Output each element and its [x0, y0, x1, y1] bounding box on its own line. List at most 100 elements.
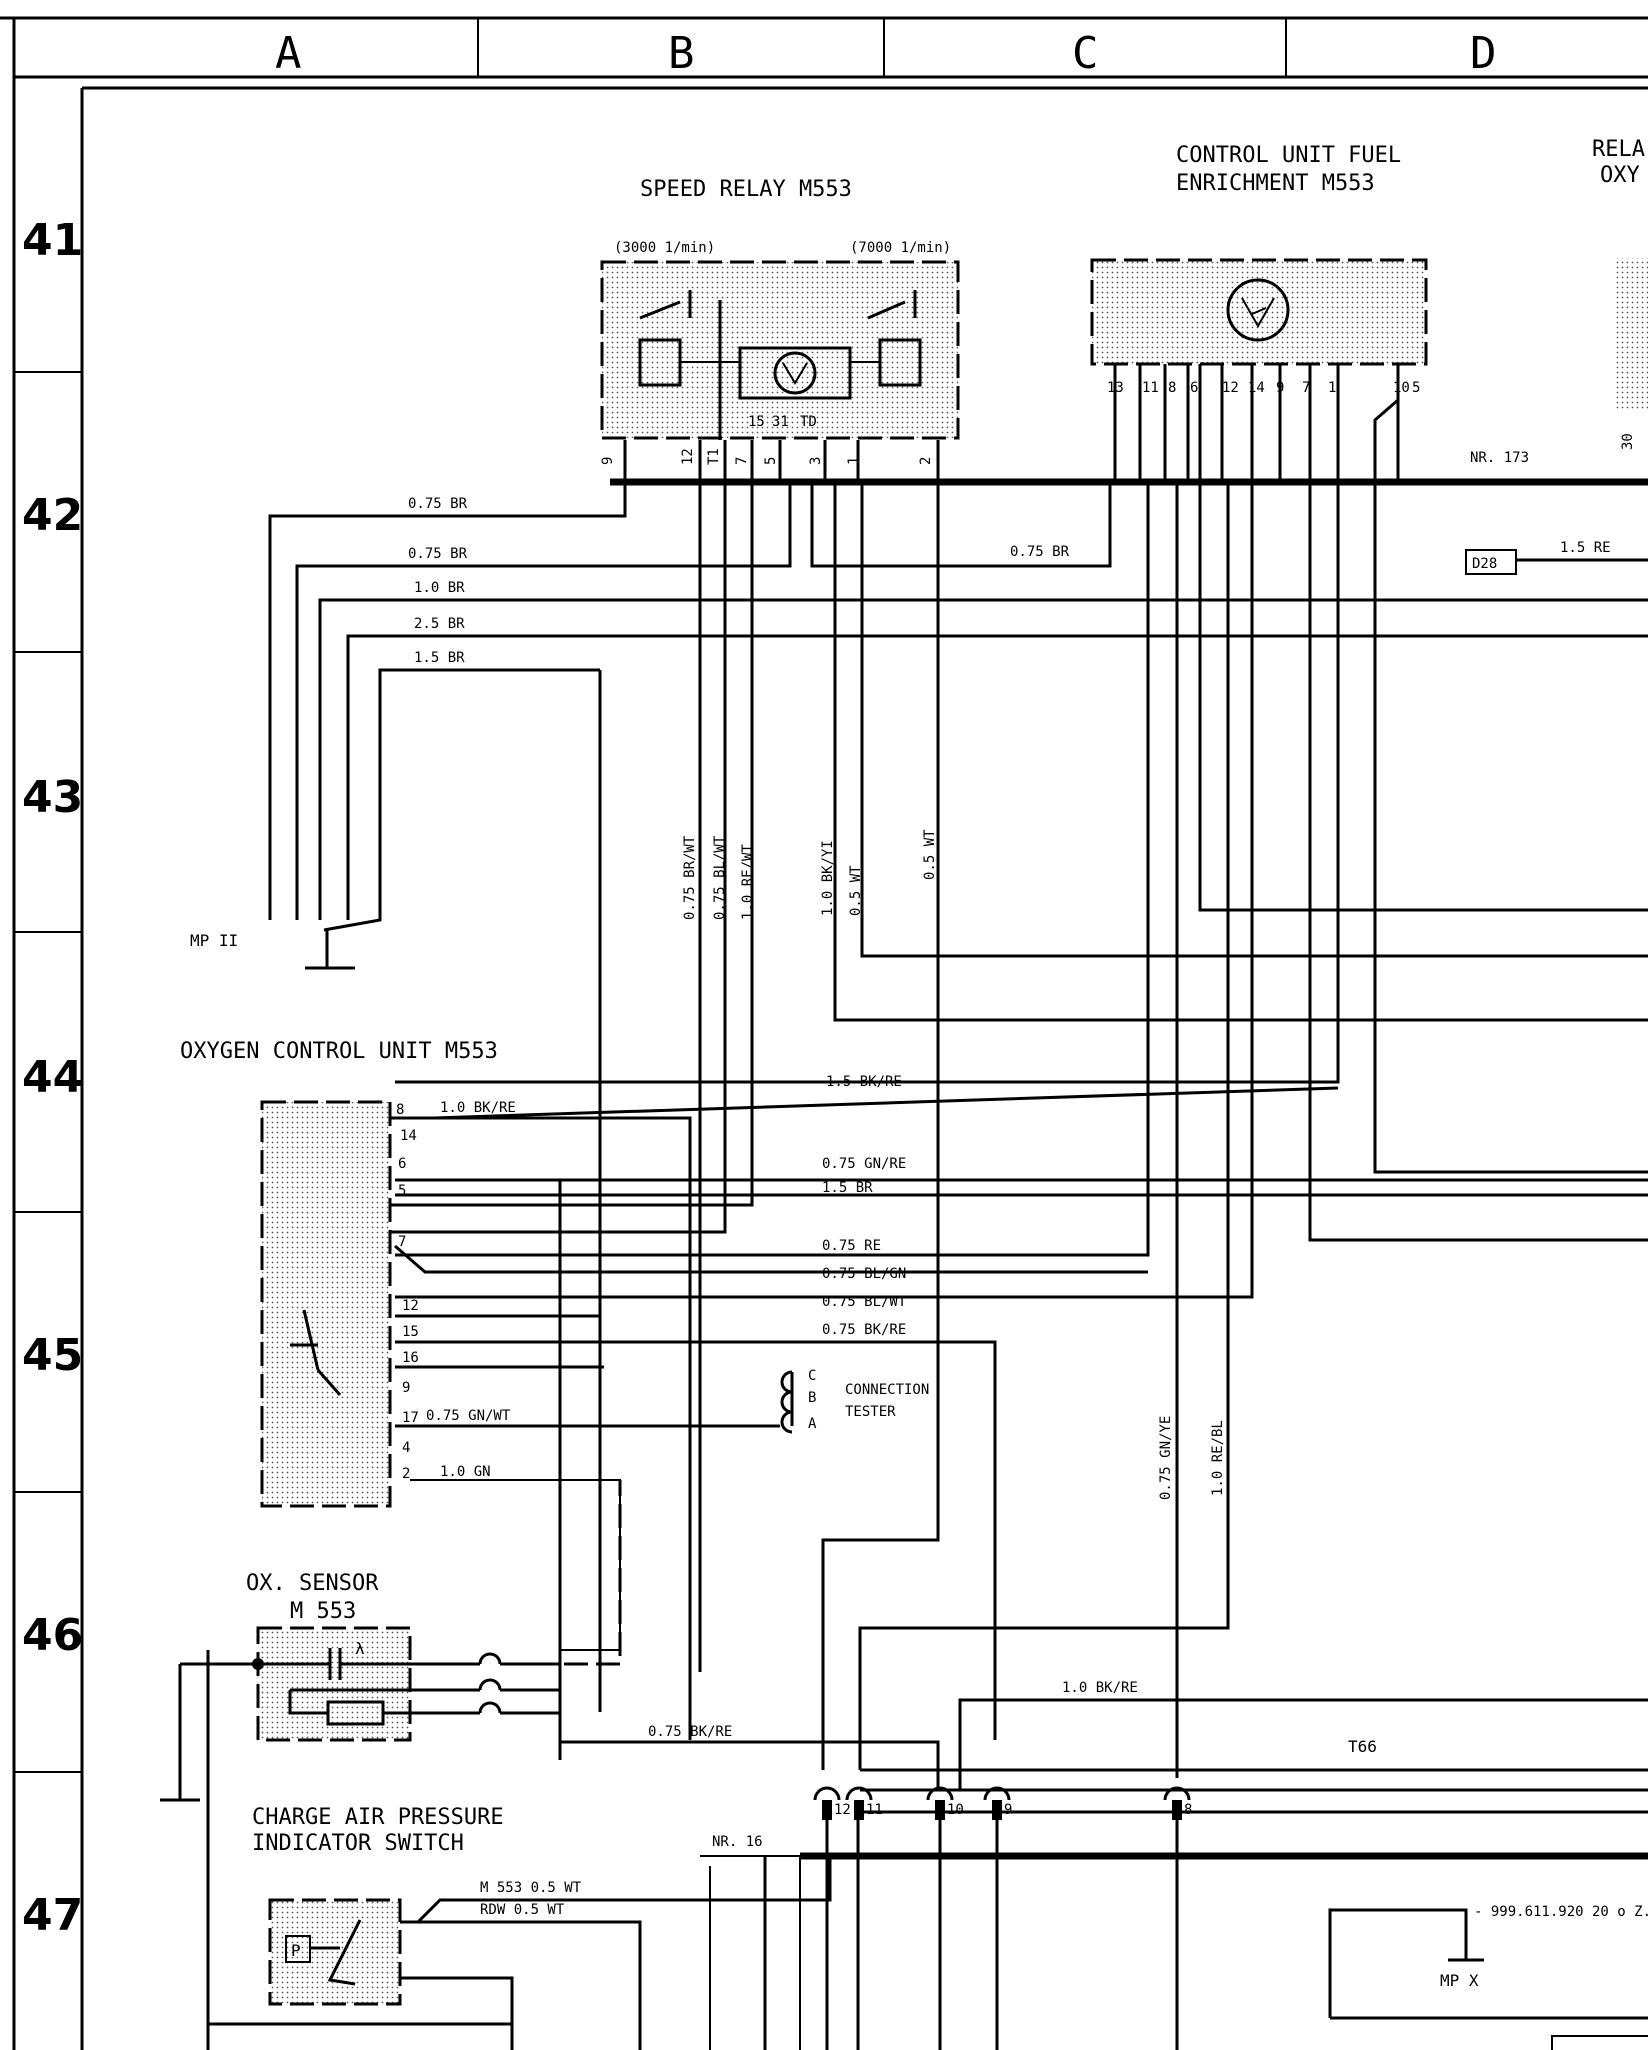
oxygen-pin: 14 — [400, 1128, 417, 1144]
ox-sensor-title-1: OX. SENSOR — [246, 1571, 379, 1596]
row-label-45: 45 — [22, 1330, 83, 1381]
row-label-47: 47 — [22, 1890, 83, 1941]
relay-inner-pin-td: TD — [800, 414, 817, 430]
fuel-pin: 8 — [1168, 380, 1176, 396]
oxygen-pin: 15 — [402, 1324, 419, 1340]
tester-pin-b: B — [808, 1390, 816, 1406]
relay-inner-pin-15: 15 — [748, 414, 765, 430]
plug-pin: 8 — [1184, 1802, 1192, 1818]
plug-t66: 12 11 10 9 8 — [813, 1786, 1192, 1820]
speed-label-7000: (7000 1/min) — [850, 240, 951, 256]
wire-label: 0.75 BR/WT — [682, 835, 698, 920]
wire-label: 1.0 BK/YI — [820, 840, 836, 916]
relay-pin: 12 — [680, 448, 696, 465]
fuel-pin: 1 — [1328, 380, 1336, 396]
wire-label: 2.5 BR — [414, 616, 465, 632]
wire-label: 0.75 BL/WT — [712, 835, 728, 920]
fuel-pin: 12 — [1222, 380, 1239, 396]
oxygen-pin: 2 — [402, 1466, 410, 1482]
wire-label: 0.75 BL/GN — [822, 1266, 906, 1282]
plug-pin: 9 — [1004, 1802, 1012, 1818]
charge-air-switch: CHARGE AIR PRESSURE INDICATOR SWITCH P — [252, 1805, 504, 2006]
wire-label: 0.75 GN/WT — [426, 1408, 511, 1424]
fuel-pin: 11 — [1142, 380, 1159, 396]
relay-pin: 5 — [763, 457, 779, 465]
charge-air-title-1: CHARGE AIR PRESSURE — [252, 1805, 504, 1830]
frame — [0, 16, 1648, 2050]
fuel-pin: 7 — [1302, 380, 1310, 396]
wire-label: 1.0 GN — [440, 1464, 491, 1480]
tester-label-2: TESTER — [845, 1404, 896, 1420]
oxygen-pin: 12 — [402, 1298, 419, 1314]
oxygen-control-unit: OXYGEN CONTROL UNIT M553 — [180, 1039, 498, 1508]
fuel-unit-title-2: ENRICHMENT M553 — [1176, 171, 1375, 196]
column-label-b: B — [668, 28, 695, 79]
wire-label: 0.75 BK/RE — [648, 1724, 732, 1740]
wire-label: 0.75 GN/YE — [1158, 1416, 1174, 1500]
oxygen-pin: 9 — [402, 1380, 410, 1396]
relay-pin: 7 — [734, 457, 750, 465]
wire-label: 1.5 BR — [822, 1180, 873, 1196]
connector-t66: T66 — [1348, 1737, 1377, 1756]
wire-label: 0.75 RE — [822, 1238, 881, 1254]
ox-sensor: OX. SENSOR M 553 λ — [180, 1571, 480, 1742]
ground-mp2: MP II — [190, 931, 238, 950]
oxygen-pin: 5 — [398, 1183, 406, 1199]
ox-sensor-symbol: λ — [355, 1639, 365, 1658]
oxygen-pin: 8 — [396, 1102, 404, 1118]
relay-pin: 1 — [846, 457, 862, 465]
fuel-enrichment-unit: CONTROL UNIT FUEL ENRICHMENT M553 13 11 … — [1090, 143, 1428, 396]
row-label-46: 46 — [22, 1610, 83, 1661]
relay-pin: 3 — [808, 457, 824, 465]
relay-oxygen-unit: RELA OXY 30 — [1592, 137, 1648, 450]
column-label-c: C — [1072, 28, 1099, 79]
wire-label: 1.0 BR — [414, 580, 465, 596]
oxygen-pin: 6 — [398, 1156, 406, 1172]
fuel-pin: 10 — [1393, 380, 1410, 396]
wire-label: 1.5 BR — [414, 650, 465, 666]
oxygen-wires — [390, 1086, 1648, 1740]
fuel-unit-title-1: CONTROL UNIT FUEL — [1176, 143, 1401, 168]
column-label-a: A — [275, 28, 302, 79]
fuel-pin: 6 — [1190, 380, 1198, 396]
speed-relay-title: SPEED RELAY M553 — [640, 177, 852, 202]
oxygen-pin: 7 — [398, 1234, 406, 1250]
oxygen-unit-pins: 8 14 6 5 7 12 15 16 9 17 4 2 — [396, 1102, 419, 1482]
wire-label: 1.0 BK/RE — [1062, 1680, 1138, 1696]
wire-label: 0.75 BL/WT — [822, 1294, 907, 1310]
wire-label: 0.75 BR — [1010, 544, 1070, 560]
plug-pin: 12 — [834, 1802, 851, 1818]
relay-pin: 9 — [600, 457, 616, 465]
speed-relay: SPEED RELAY M553 (3000 1/min) (7000 1/mi… — [600, 177, 960, 440]
connector-nr16: NR. 16 — [712, 1834, 763, 1850]
connector-nr173: NR. 173 — [1470, 450, 1529, 466]
ground-mpx: MP X - 999.611.920 20 o Z. — [1328, 1904, 1648, 2050]
vertical-wires — [390, 364, 1648, 1778]
wire-label: 0.75 GN/RE — [822, 1156, 906, 1172]
row-label-41: 41 — [22, 215, 83, 266]
plug-pin: 10 — [947, 1802, 964, 1818]
d28-box — [1465, 549, 1517, 575]
wire-label: 0.75 BK/RE — [822, 1322, 906, 1338]
ox-sensor-title-2: M 553 — [290, 1599, 356, 1624]
wire-label: 1.0 RE/BL — [1210, 1420, 1226, 1496]
wire-label: 0.5 WT — [848, 865, 864, 916]
ground-wires — [268, 482, 1648, 1712]
connection-tester: C B A CONNECTION TESTER — [780, 1368, 929, 1434]
relay-pin: 2 — [918, 457, 934, 465]
connector-d28: D28 — [1472, 556, 1497, 572]
tester-pin-c: C — [808, 1368, 816, 1384]
relay-inner-pin-31: 31 — [772, 414, 789, 430]
ground-mpx-label: MP X — [1440, 1971, 1479, 1990]
charge-air-symbol: P — [291, 1941, 301, 1960]
relay-pin: T1 — [706, 448, 722, 465]
row-label-44: 44 — [22, 1052, 83, 1103]
column-label-d: D — [1470, 28, 1497, 79]
relay-oxygen-title-2: OXY — [1600, 163, 1640, 188]
row-label-42: 42 — [22, 490, 83, 541]
wire-label: 0.75 BR — [408, 496, 468, 512]
relay-oxygen-title-1: RELA — [1592, 137, 1645, 162]
wire-label: RDW 0.5 WT — [480, 1902, 565, 1918]
wire-label: 0.75 BR — [408, 546, 468, 562]
